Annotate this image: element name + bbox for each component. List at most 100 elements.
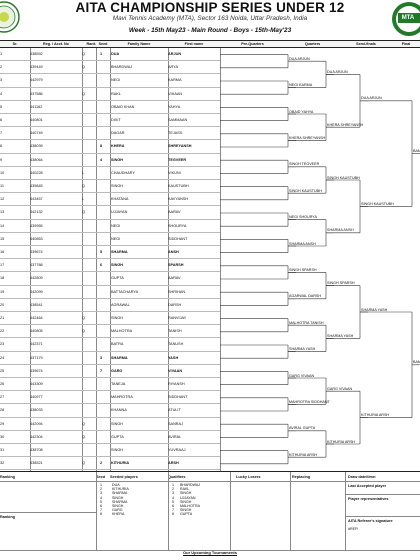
footer-playerreps-label: Player representatives <box>348 497 389 501</box>
family-name: MALHOTRA <box>111 329 133 334</box>
finalist: BAM <box>413 149 420 154</box>
week-line: Week - 15th May23 - Main Round - Boys - … <box>128 27 292 34</box>
family-name: RAKL <box>111 91 121 96</box>
entry-number: 8 <box>0 144 3 149</box>
seeded-name: SHARMA <box>112 491 128 496</box>
first-name: SANRAJ <box>168 421 183 426</box>
family-name: KHANNA <box>111 408 127 413</box>
seeded-number: 2 <box>100 487 102 492</box>
finalist: BAM <box>413 360 420 365</box>
qualifier-number: 8 <box>172 512 174 517</box>
prequarter-winner: KITHURIA ARSH <box>289 452 318 457</box>
entry-number: 20 <box>0 302 5 307</box>
family-name: NEGI <box>111 236 121 241</box>
entry-number: 18 <box>0 276 5 281</box>
footer-ranking-label: Ranking <box>0 475 15 479</box>
family-name: UJJAYAN <box>111 210 128 215</box>
qualifier-number: 3 <box>172 491 174 496</box>
first-name: TANUSH <box>168 342 184 347</box>
upcoming-tournaments-link[interactable]: Our Upcoming Tournaments <box>183 550 237 555</box>
entry-number: 14 <box>0 223 5 228</box>
entry-number: 11 <box>0 184 4 188</box>
reg-number: 440801 <box>30 118 43 122</box>
entry-status: Q <box>82 461 85 466</box>
first-name: KARMA <box>168 78 182 83</box>
reg-number: 443309 <box>30 382 43 386</box>
seed-number: 8 <box>100 144 103 149</box>
footer-ref-id: #REF! <box>348 527 359 531</box>
reg-number: 439674 <box>30 368 43 373</box>
semi-winner: SHARMA YASH <box>361 307 388 312</box>
entry-status: Q <box>82 329 85 334</box>
entry-number: 19 <box>0 289 5 294</box>
family-name: SINGH <box>111 316 124 320</box>
footer-replacing-label: Replacing <box>292 475 311 479</box>
entry-number: 1 <box>0 52 3 56</box>
entry-status: Q <box>82 65 85 70</box>
qualifier-name: BHARDWAJ <box>180 483 201 487</box>
entry-number: 31 <box>0 448 5 452</box>
footer-lucky-label: Lucky Losers <box>236 475 261 479</box>
reg-number: 440805 <box>30 329 43 334</box>
entry-status: Q <box>82 316 85 320</box>
entry-number: 25 <box>0 368 5 373</box>
entry-status: L <box>82 197 85 202</box>
first-name: YAHYA <box>168 104 181 109</box>
first-name: TEJASS <box>168 131 183 136</box>
first-name: SHRIHAN <box>168 289 186 294</box>
entry-number: 22 <box>0 329 5 334</box>
first-name: VIHAAN <box>168 91 183 96</box>
semi-winner: KITHURIA ARSH <box>361 413 390 418</box>
entry-number: 15 <box>0 236 5 241</box>
qualifier-number: 6 <box>172 504 174 508</box>
qualifier-number: 4 <box>172 495 174 500</box>
prequarter-winner: SINGH SPARSH <box>289 267 317 272</box>
family-name: SHARMA <box>111 250 128 254</box>
first-name: SHOURYA <box>168 223 187 228</box>
seed-number: 3 <box>100 355 103 360</box>
seeded-number: 1 <box>100 483 102 487</box>
seeded-name: SINGH <box>112 504 124 508</box>
entry-number: 17 <box>0 263 5 268</box>
col-rank: Rank <box>86 42 96 46</box>
family-name: OBAID KHAN <box>111 104 135 109</box>
reg-number: 442099 <box>30 289 43 294</box>
reg-number: 442464 <box>30 316 43 320</box>
family-name: GUPTA <box>111 434 124 439</box>
aita-logo-left <box>0 0 24 36</box>
family-name: BATTACHARYA <box>111 289 139 294</box>
first-name: YASH <box>168 355 179 360</box>
prequarter-winner: AVIRAL GUPTA <box>289 426 316 431</box>
reg-number: 442371 <box>30 342 43 347</box>
seeded-name: DUA <box>112 483 120 487</box>
prequarter-winner: MAHROTRA SIDDHANT <box>289 399 330 404</box>
entry-status: L <box>82 170 85 175</box>
semi-winner: DUA ARJUN <box>361 96 382 101</box>
reg-number: 438039 <box>30 144 43 149</box>
draw-header: AITA CHAMPIONSHIP SERIES UNDER 12 Mavi T… <box>0 0 420 40</box>
seeded-name: KHERA <box>112 512 125 517</box>
footer-lastaccepted-label: Last Accepted player <box>348 484 387 488</box>
reg-number: 438033 <box>30 408 43 413</box>
reg-number: 442094 <box>30 421 43 426</box>
footer-seeded-label: Seeded players <box>110 475 138 479</box>
entry-number: 26 <box>0 382 5 386</box>
first-name: RANVIJAY <box>168 316 187 320</box>
first-name: KAUSTUBH <box>168 184 189 188</box>
reg-number: 439449 <box>30 65 43 70</box>
reg-number: 440977 <box>30 395 43 400</box>
reg-number: 442809 <box>30 276 43 281</box>
